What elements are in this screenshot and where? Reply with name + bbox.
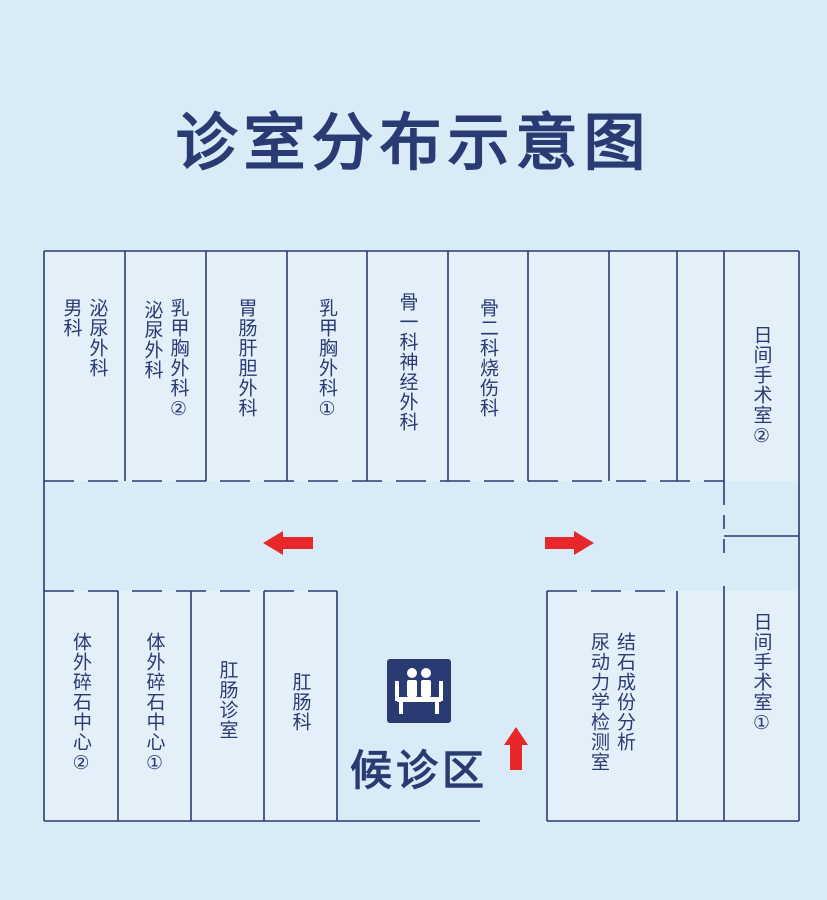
room-anal-clinic: 肛肠诊室 bbox=[191, 660, 264, 740]
room-label-line: 泌尿外科 bbox=[141, 300, 164, 380]
room-label-line: 骨一科神经外科 bbox=[396, 292, 419, 432]
room-ortho-2: 骨二科烧伤科 bbox=[448, 298, 528, 418]
room-label-line: 体外碎石中心① bbox=[143, 632, 166, 775]
room-lithotripsy-2: 体外碎石中心② bbox=[44, 632, 118, 775]
room-ortho-1: 骨一科神经外科 bbox=[367, 292, 448, 432]
arrow-right-icon bbox=[545, 531, 594, 555]
room-label-line: 乳甲胸外科① bbox=[316, 298, 338, 421]
room-label-line: 胃肠肝胆外科 bbox=[235, 298, 258, 418]
room-label-line: 男科 bbox=[60, 298, 83, 338]
arrow-left-icon bbox=[263, 531, 313, 555]
waiting-area-label: 候诊区 bbox=[350, 746, 489, 795]
room-anal-dept: 肛肠科 bbox=[264, 672, 337, 732]
room-urology: 泌尿外科 男科 bbox=[44, 298, 125, 378]
room-lithotripsy-1: 体外碎石中心① bbox=[118, 632, 191, 775]
room-breast-1: 乳甲胸外科① bbox=[287, 298, 367, 421]
room-label-line: 乳甲胸外科② bbox=[167, 298, 190, 421]
room-label-line: 尿动力学检测室 bbox=[588, 632, 610, 772]
room-label-line: 泌尿外科 bbox=[86, 298, 109, 378]
room-gastro: 胃肠肝胆外科 bbox=[206, 298, 287, 418]
room-label-line: 日间手术室② bbox=[750, 325, 773, 448]
room-label-line: 肛肠科 bbox=[289, 672, 312, 732]
room-stone-analysis: 结石成份分析 尿动力学检测室 bbox=[547, 632, 677, 772]
room-label-line: 体外碎石中心② bbox=[70, 632, 92, 775]
room-label-line: 肛肠诊室 bbox=[216, 660, 239, 740]
room-label-line: 骨二科烧伤科 bbox=[477, 298, 499, 418]
arrow-up-icon bbox=[504, 727, 528, 770]
waiting-seat-icon bbox=[387, 659, 451, 723]
room-label-line: 日间手术室① bbox=[750, 612, 773, 735]
room-day-surgery-2: 日间手术室② bbox=[724, 325, 799, 448]
room-label-line: 结石成份分析 bbox=[614, 632, 636, 752]
room-breast-2: 乳甲胸外科② 泌尿外科 bbox=[125, 298, 206, 421]
room-day-surgery-1: 日间手术室① bbox=[724, 612, 799, 735]
page-title: 诊室分布示意图 bbox=[175, 106, 652, 179]
